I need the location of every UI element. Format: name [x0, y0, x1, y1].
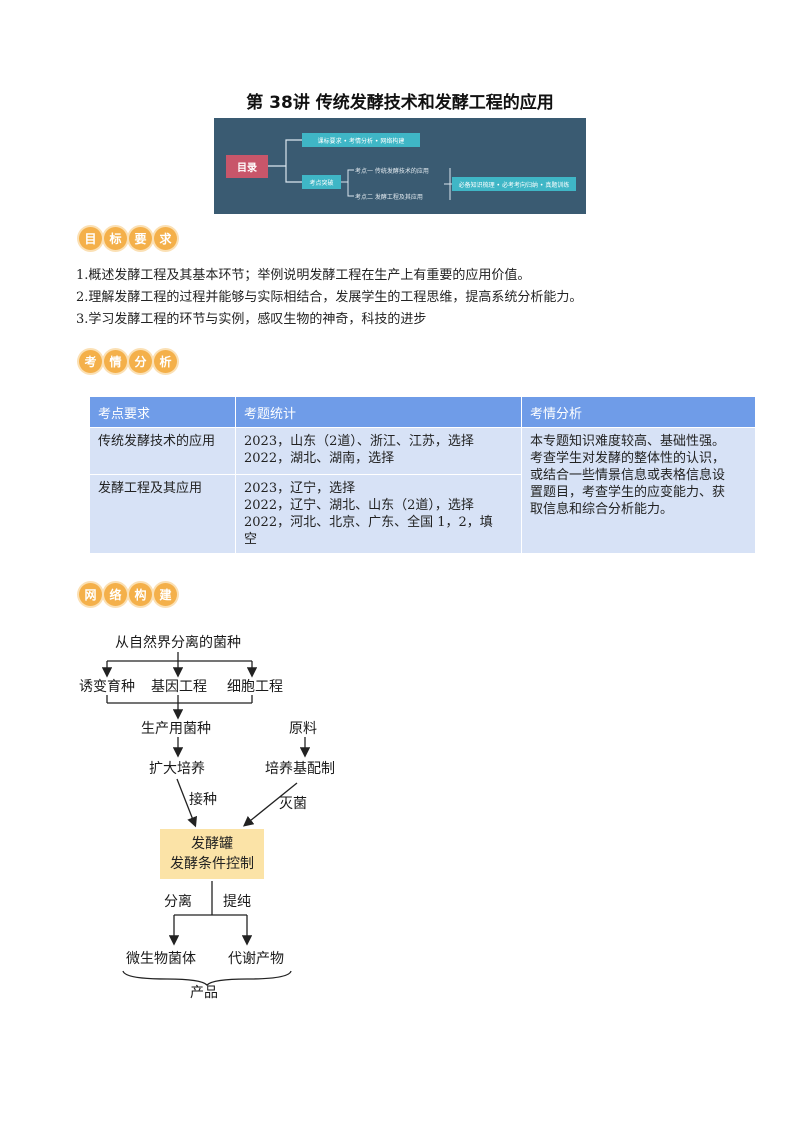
flow-node-metabolite: 代谢产物 — [228, 951, 284, 967]
page-title: 第 38讲 传统发酵技术和发酵工程的应用 — [246, 93, 554, 113]
flow-node-mutation-breeding: 诱变育种 — [79, 679, 135, 695]
badge-char: 考 — [79, 350, 102, 373]
flow-node-natural-strain: 从自然界分离的菌种 — [115, 635, 241, 651]
flow-node-production-strain: 生产用菌种 — [141, 721, 211, 737]
exam-analysis-table: 考点要求 考题统计 考情分析 传统发酵技术的应用 2023，山东（2道）、浙江、… — [89, 396, 756, 554]
toc-sub-1: 考点一 传统发酵技术的应用 — [355, 168, 429, 175]
fermentation-flow-diagram: 从自然界分离的菌种 诱变育种 基因工程 细胞工程 生产用菌种 原料 扩大培养 培… — [77, 621, 345, 1001]
flow-node-genetic-engineering: 基因工程 — [151, 679, 207, 695]
toc-connectors — [268, 139, 452, 200]
badge-char: 建 — [154, 583, 177, 606]
table-header: 考题统计 — [235, 396, 522, 428]
stat-line: 2022，河北、北京、广东、全国 1，2，填 — [244, 515, 493, 530]
badge-char: 目 — [79, 227, 102, 250]
flow-node-microbe: 微生物菌体 — [126, 951, 196, 967]
analysis-section-badge: 考 情 分 析 — [79, 350, 177, 373]
stat-line: 2022，湖北、湖南，选择 — [244, 451, 395, 466]
analysis-line: 置题目，考查学生的应变能力、获 — [530, 485, 726, 500]
analysis-line: 取信息和综合分析能力。 — [530, 502, 674, 517]
table-cell-stats: 2023，辽宁，选择 2022，辽宁、湖北、山东（2道），选择 2022，河北、… — [235, 474, 522, 554]
analysis-line: 本专题知识难度较高、基础性强。 — [530, 434, 726, 449]
badge-char: 网 — [79, 583, 102, 606]
goals-section-badge: 目 标 要 求 — [79, 227, 177, 250]
goal-item-3: 3.学习发酵工程的环节与实例，感叹生物的神奇，科技的进步 — [76, 312, 427, 327]
flow-label-sterilize: 灭菌 — [279, 796, 307, 812]
stat-line: 空 — [244, 532, 258, 547]
flow-label-separate: 分离 — [164, 894, 192, 910]
badge-char: 标 — [104, 227, 127, 250]
table-header: 考情分析 — [521, 396, 756, 428]
fermenter-label: 发酵罐 — [191, 836, 233, 852]
table-row: 传统发酵技术的应用 2023，山东（2道）、浙江、江苏，选择 2022，湖北、湖… — [89, 427, 756, 554]
table-header-row: 考点要求 考题统计 考情分析 — [89, 396, 756, 428]
flow-node-medium: 培养基配制 — [265, 761, 335, 777]
network-section-badge: 网 络 构 建 — [79, 583, 177, 606]
badge-char: 络 — [104, 583, 127, 606]
table-row: 发酵工程及其应用 2023，辽宁，选择 2022，辽宁、湖北、山东（2道），选择… — [89, 474, 756, 554]
badge-char: 析 — [154, 350, 177, 373]
table-header: 考点要求 — [89, 396, 236, 428]
stat-line: 2023，辽宁，选择 — [244, 481, 356, 496]
toc-branch-2: 考点突破 — [302, 175, 341, 189]
flow-arrows — [101, 652, 311, 986]
analysis-line: 考查学生对发酵的整体性的认识， — [530, 451, 726, 466]
table-cell-point: 传统发酵技术的应用 — [89, 427, 236, 475]
flow-node-product: 产品 — [190, 985, 218, 1001]
fermenter-conditions: 发酵条件控制 — [170, 856, 254, 872]
table-cell-stats: 2023，山东（2道）、浙江、江苏，选择 2022，湖北、湖南，选择 — [235, 427, 522, 475]
table-cell-point: 发酵工程及其应用 — [89, 474, 236, 554]
badge-char: 构 — [129, 583, 152, 606]
stat-line: 2022，辽宁、湖北、山东（2道），选择 — [244, 498, 474, 513]
goal-item-1: 1.概述发酵工程及其基本环节；举例说明发酵工程在生产上有重要的应用价值。 — [76, 268, 531, 283]
badge-char: 求 — [154, 227, 177, 250]
flow-node-fermenter: 发酵罐 发酵条件控制 — [160, 829, 264, 879]
stat-line: 2023，山东（2道）、浙江、江苏，选择 — [244, 434, 474, 449]
toc-branch-1: 课标要求 • 考情分析 • 网络构建 — [302, 133, 420, 147]
toc-sub-2: 考点二 发酵工程及其应用 — [355, 194, 423, 201]
flow-label-inoculate: 接种 — [189, 792, 217, 808]
flow-node-scale-up: 扩大培养 — [149, 761, 205, 777]
table-cell-analysis: 本专题知识难度较高、基础性强。 考查学生对发酵的整体性的认识， 或结合一些情景信… — [521, 427, 756, 554]
flow-node-raw-material: 原料 — [289, 721, 317, 737]
badge-char: 分 — [129, 350, 152, 373]
flow-label-purify: 提纯 — [223, 894, 251, 910]
toc-branch-3: 必备知识梳理 • 必考考向归纳 • 真题训练 — [452, 177, 576, 191]
analysis-line: 或结合一些情景信息或表格信息设 — [530, 468, 726, 483]
flow-node-cell-engineering: 细胞工程 — [227, 679, 283, 695]
badge-char: 要 — [129, 227, 152, 250]
goal-item-2: 2.理解发酵工程的过程并能够与实际相结合，发展学生的工程思维，提高系统分析能力。 — [76, 290, 583, 305]
toc-banner: 目录 课标要求 • 考情分析 • 网络构建 考点突破 考点一 传统发酵技术的应用… — [214, 118, 586, 214]
badge-char: 情 — [104, 350, 127, 373]
toc-root: 目录 — [226, 155, 268, 178]
